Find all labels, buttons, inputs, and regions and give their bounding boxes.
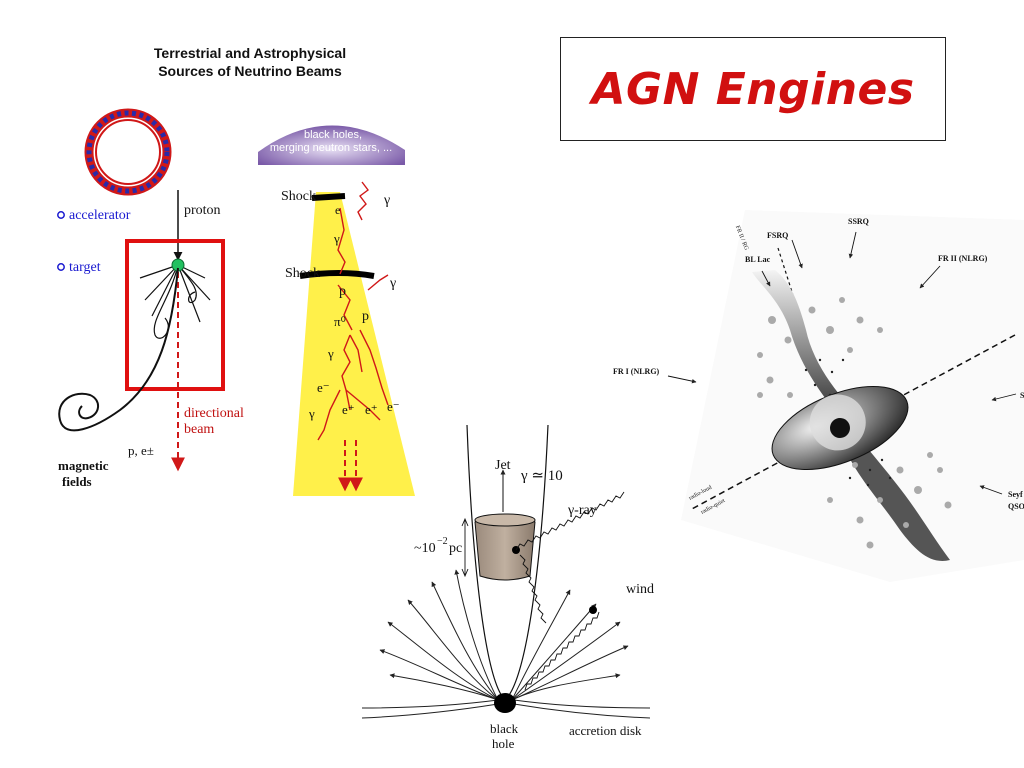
gamma-label-1: γ xyxy=(383,193,390,208)
wind-label: wind xyxy=(626,582,654,597)
jet-label: Jet xyxy=(495,458,511,473)
pi0-label: π⁰ xyxy=(334,314,346,329)
shock-1 xyxy=(311,193,346,201)
e-plus-label-2: e⁺ xyxy=(365,402,378,417)
source-label-1: black holes, xyxy=(304,129,362,141)
shock-2-label: Shock xyxy=(285,266,320,281)
e-plus-label-1: e⁺ xyxy=(342,402,355,417)
target-label: target xyxy=(69,260,101,275)
accelerator-ring xyxy=(84,108,172,196)
slide-title: AGN Engines xyxy=(591,63,915,115)
gamma-label-4: γ xyxy=(327,346,334,361)
magnetic-label-2: fields xyxy=(62,474,92,489)
e-minus-label-2: e⁻ xyxy=(387,399,400,414)
fr1-label: FR I (NLRG) xyxy=(613,367,660,376)
scale-label: ~10 −2 pc xyxy=(414,536,462,556)
heading-line-1: Terrestrial and Astrophysical xyxy=(153,45,347,61)
ssrq-label: SSRQ xyxy=(848,217,869,226)
p-label-1: p xyxy=(339,284,346,299)
svg-text:−2: −2 xyxy=(437,536,448,547)
black-hole-label-1: black xyxy=(490,721,519,736)
gamma-label-2: γ xyxy=(333,231,340,246)
interaction-vertex xyxy=(139,264,211,339)
gamma-label-5: γ xyxy=(308,406,315,421)
accelerator-bullet-icon xyxy=(57,211,65,219)
p-label-2: p xyxy=(362,309,369,324)
fsrq-label: FSRQ xyxy=(767,231,788,240)
magnetic-spiral xyxy=(58,267,179,432)
bl-lac-label: BL Lac xyxy=(745,255,771,264)
e-minus-label-1: e⁻ xyxy=(317,380,330,395)
gamma-ray-label: γ-ray xyxy=(567,503,597,518)
beam-arrows xyxy=(338,440,363,492)
astrophysical-cone xyxy=(293,192,415,496)
s-partial-label: S xyxy=(1020,391,1024,400)
source-label-2: merging neutron stars, ... xyxy=(270,142,392,154)
particles-label: p, e± xyxy=(128,443,154,458)
shock-1-label: Shock xyxy=(281,189,316,204)
cascade-tracks xyxy=(317,181,389,441)
black-hole-label-2: hole xyxy=(492,736,515,751)
heading-line-2: Sources of Neutrino Beams xyxy=(158,63,342,79)
source-cap xyxy=(258,125,405,165)
gamma-label-3: γ xyxy=(389,276,396,291)
accretion-disk-label: accretion disk xyxy=(569,723,642,738)
directional-label-2: beam xyxy=(184,422,214,437)
accelerator-label: accelerator xyxy=(69,208,131,223)
title-box: AGN Engines xyxy=(560,37,946,141)
black-hole-icon xyxy=(494,693,516,713)
qso-partial-label: QSO xyxy=(1008,502,1024,511)
target-box xyxy=(125,239,225,391)
neutrino-panel-heading: Terrestrial and Astrophysical Sources of… xyxy=(100,44,400,80)
unification-panel xyxy=(667,210,1024,582)
fr2-label: FR II (NLRG) xyxy=(938,254,988,263)
svg-text:pc: pc xyxy=(449,541,462,556)
magnetic-label-1: magnetic xyxy=(58,458,109,473)
directional-label-1: directional xyxy=(184,406,244,421)
seyfert-partial-label: Seyf xyxy=(1008,490,1023,499)
e-label: e xyxy=(335,203,340,217)
proton-label: proton xyxy=(184,203,221,218)
gamma-factor-label: γ ≃ 10 xyxy=(520,468,563,484)
shock-2 xyxy=(299,270,375,279)
jet-panel xyxy=(361,424,651,719)
target-bullet-icon xyxy=(57,263,65,271)
svg-text:~10: ~10 xyxy=(414,541,436,556)
